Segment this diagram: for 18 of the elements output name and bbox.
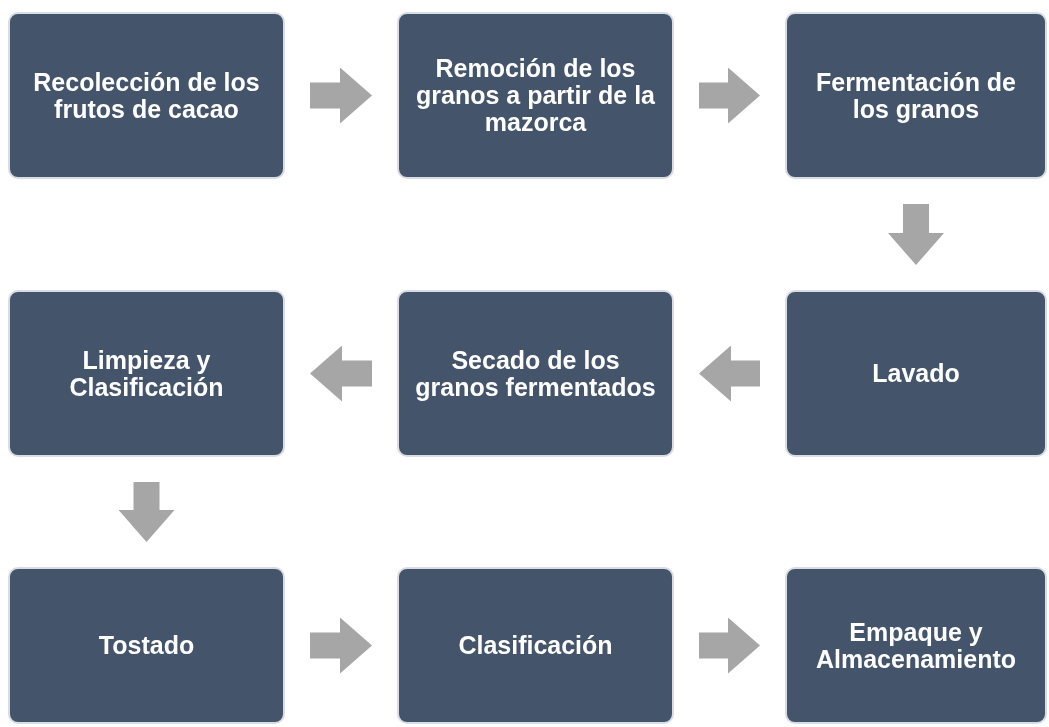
step-label: Remoción de los granos a partir de la mazorca (415, 55, 656, 136)
step-label: Tostado (98, 632, 195, 659)
step-label: Secado de los granos fermentados (414, 346, 657, 401)
process-box (397, 290, 674, 457)
process-box (8, 567, 285, 724)
process-box (785, 12, 1047, 179)
step-label: Limpieza y Clasificación (68, 346, 225, 401)
step-label: Clasificación (458, 632, 613, 659)
process-box (8, 290, 285, 457)
process-box (8, 12, 285, 179)
process-box (785, 290, 1047, 457)
step-label: Empaque y Almacenamiento (814, 618, 1018, 673)
process-box (397, 567, 674, 724)
process-box (397, 12, 674, 179)
step-label: Fermentación de los granos (814, 68, 1018, 123)
step-label: Lavado (872, 360, 960, 387)
process-box (785, 567, 1047, 724)
step-label: Recolección de los frutos de cacao (32, 68, 261, 123)
